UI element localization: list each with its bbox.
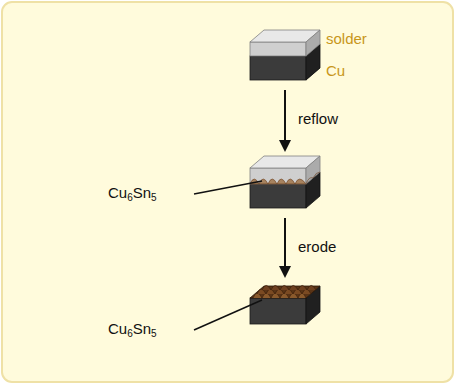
compound-label: Cu6Sn5 [108,184,157,207]
leader-line [194,300,262,330]
layer-label: solder [326,30,367,48]
compound-label: Cu6Sn5 [108,320,157,343]
label-part: Sn [133,320,151,337]
label-part: 5 [151,192,157,203]
label-part: 5 [151,328,157,339]
process-arrow [279,218,291,278]
process-step-label: erode [298,238,336,256]
eroded-slab [250,286,320,325]
label-part: Sn [133,184,151,201]
label-part: Cu [108,184,127,201]
solder-on-copper-slab [250,30,320,80]
label-part: 6 [127,192,133,203]
label-part: Cu [108,320,127,337]
leader-line [194,181,262,194]
label-part: 6 [127,328,133,339]
layer-label: Cu [326,62,345,80]
process-step-label: reflow [298,110,338,128]
process-arrow [279,90,291,152]
